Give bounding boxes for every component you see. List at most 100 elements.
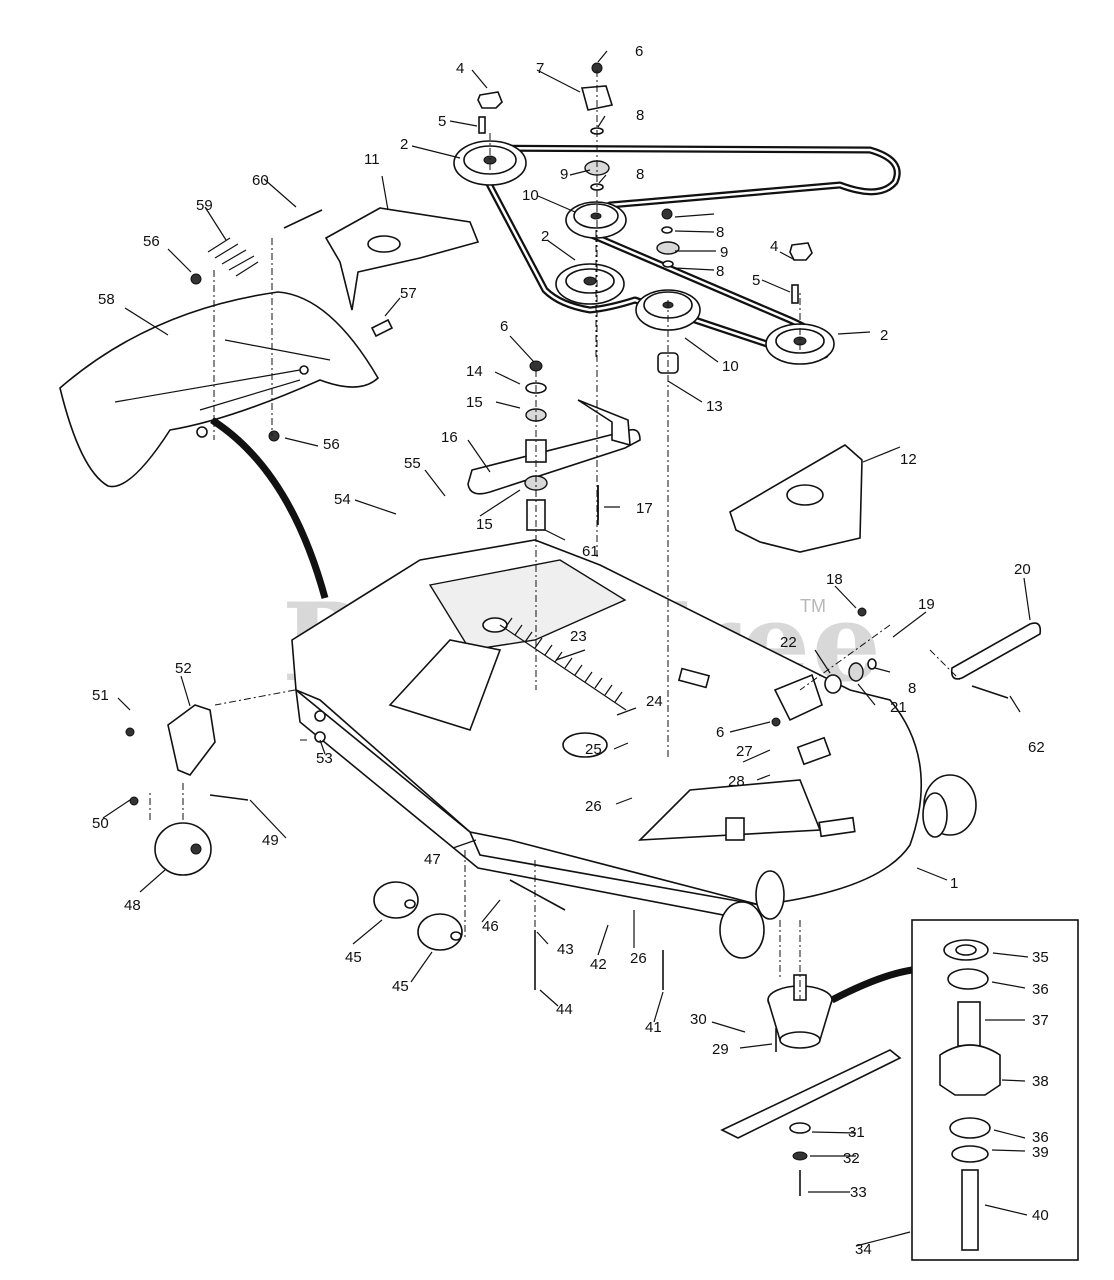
callout-54: 54 [334, 491, 351, 508]
pulley-left-mid [555, 263, 625, 305]
callout-56: 56 [323, 436, 340, 453]
callout-32: 32 [843, 1150, 860, 1167]
callout-46: 46 [482, 918, 499, 935]
callout-14: 14 [466, 363, 483, 380]
callout-34: 34 [855, 1241, 872, 1258]
callout-8: 8 [636, 107, 644, 124]
roller-b [417, 913, 463, 951]
anti-scalp-wheel-left [154, 822, 212, 876]
watermark-tm: TM [800, 596, 826, 616]
callout-27: 27 [736, 743, 753, 760]
chute-link-curve [210, 417, 329, 599]
pivot-rod [509, 879, 566, 911]
callout-21: 21 [890, 699, 907, 716]
chute-spring [207, 237, 259, 277]
callout-50: 50 [92, 815, 109, 832]
callout-31: 31 [848, 1124, 865, 1141]
callout-11: 11 [364, 151, 380, 168]
callout-30: 30 [690, 1011, 707, 1028]
callout-41: 41 [645, 1019, 662, 1036]
callout-45: 45 [392, 978, 409, 995]
callout-10: 10 [722, 358, 739, 375]
callout-8: 8 [716, 263, 724, 280]
callout-35: 35 [1032, 949, 1049, 966]
callout-53: 53 [316, 750, 333, 767]
callout-4: 4 [770, 238, 778, 255]
callout-60: 60 [252, 172, 269, 189]
callout-15: 15 [476, 516, 493, 533]
callout-45: 45 [345, 949, 362, 966]
callout-2: 2 [400, 136, 408, 153]
chute-bolt [283, 209, 323, 229]
callout-58: 58 [98, 291, 115, 308]
callout-20: 20 [1014, 561, 1031, 578]
callout-8: 8 [908, 680, 916, 697]
assembly-lines [149, 70, 961, 1000]
idler-pulley-upper [565, 201, 627, 239]
callout-8: 8 [636, 166, 644, 183]
callout-4: 4 [456, 60, 464, 77]
callout-6: 6 [716, 724, 724, 741]
callout-39: 39 [1032, 1144, 1049, 1161]
callout-16: 16 [441, 429, 458, 446]
callout-62: 62 [1028, 739, 1045, 756]
callout-26: 26 [630, 950, 647, 967]
callout-38: 38 [1032, 1073, 1049, 1090]
callout-29: 29 [712, 1041, 729, 1058]
callout-28: 28 [728, 773, 745, 790]
callout-44: 44 [556, 1001, 573, 1018]
callout-7: 7 [536, 60, 544, 77]
callout-40: 40 [1032, 1207, 1049, 1224]
callout-48: 48 [124, 897, 141, 914]
deck-wheel-front [719, 870, 785, 959]
callout-57: 57 [400, 285, 417, 302]
callout-6: 6 [500, 318, 508, 335]
callout-49: 49 [262, 832, 279, 849]
callout-9: 9 [560, 166, 568, 183]
callout-43: 43 [557, 941, 574, 958]
roller-a [373, 881, 419, 919]
discharge-chute [59, 291, 380, 488]
callout-17: 17 [636, 500, 653, 517]
callout-52: 52 [175, 660, 192, 677]
callout-25: 25 [585, 741, 602, 758]
callout-5: 5 [438, 113, 446, 130]
callout-13: 13 [706, 398, 723, 415]
spindle-exploded [939, 939, 1001, 1251]
callout-59: 59 [196, 197, 213, 214]
callout-23: 23 [570, 628, 587, 645]
callout-10: 10 [522, 187, 539, 204]
callout-19: 19 [918, 596, 935, 613]
mower-blade [720, 1049, 902, 1139]
gauge-wheel-bracket [167, 704, 216, 776]
deck-spring [499, 617, 627, 711]
spindle-detail-box [911, 919, 1079, 1261]
callout-6: 6 [635, 43, 643, 60]
callout-56: 56 [143, 233, 160, 250]
callout-36: 36 [1032, 1129, 1049, 1146]
callout-1: 1 [950, 875, 958, 892]
deck-wheel-rear [922, 774, 977, 838]
callout-5: 5 [752, 272, 760, 289]
callout-47: 47 [424, 851, 441, 868]
belt-cover-left [324, 207, 480, 311]
callout-22: 22 [780, 634, 797, 651]
callout-18: 18 [826, 571, 843, 588]
callout-55: 55 [404, 455, 421, 472]
callout-33: 33 [850, 1184, 867, 1201]
callout-42: 42 [590, 956, 607, 973]
callout-8: 8 [716, 224, 724, 241]
callout-labels: 1 2 2 2 4 4 5 5 6 6 6 7 8 8 8 8 8 9 9 10… [92, 43, 1049, 1258]
idler-arm [467, 360, 641, 531]
leader-lines [102, 50, 1031, 1247]
lift-link [950, 622, 1042, 680]
callout-24: 24 [646, 693, 663, 710]
callout-15: 15 [466, 394, 483, 411]
mower-deck-shell [291, 539, 923, 923]
callout-12: 12 [900, 451, 917, 468]
callout-9: 9 [720, 244, 728, 261]
callout-2: 2 [541, 228, 549, 245]
callout-36: 36 [1032, 981, 1049, 998]
spindle-detail-pointer [830, 966, 913, 1004]
callout-2: 2 [880, 327, 888, 344]
